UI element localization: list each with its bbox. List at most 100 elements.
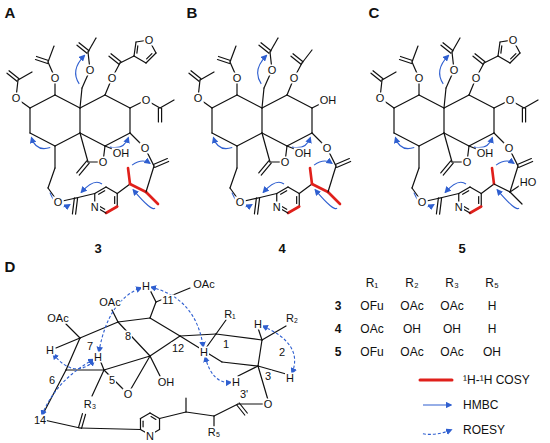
legend-text: HMBC (462, 399, 499, 411)
bond (498, 42, 500, 56)
roesy-arrow (99, 288, 141, 352)
bond (54, 146, 55, 168)
atom-label: H (93, 352, 103, 363)
double-bond (111, 54, 121, 62)
double-bond (522, 108, 523, 122)
atom-label: OH (319, 95, 338, 106)
double-bond (399, 60, 411, 64)
double-bond (35, 60, 47, 64)
bond (262, 133, 270, 162)
double-bond (473, 56, 483, 64)
table-cell: R₃ (444, 277, 460, 289)
bond (261, 108, 262, 133)
bond (48, 46, 54, 62)
double-bond (337, 161, 351, 167)
atom-label: 7 (86, 341, 94, 352)
hmbc-arrow (133, 190, 155, 209)
double-bond (237, 405, 245, 415)
atom-label: H (285, 373, 295, 384)
double-bond (261, 43, 271, 51)
table-cell: OAc (359, 323, 384, 335)
aromatic-bond (511, 54, 516, 59)
bond (150, 302, 156, 318)
bond (498, 56, 510, 63)
roesy-arrow (263, 326, 295, 373)
atom-label: N (454, 201, 464, 212)
double-bond (335, 159, 349, 165)
bond (469, 133, 494, 146)
bond (382, 72, 396, 80)
bond (44, 370, 66, 412)
bond (412, 46, 418, 62)
double-bond (7, 73, 17, 81)
table-cell: H (487, 300, 498, 312)
bond (299, 184, 312, 194)
bond (44, 420, 80, 428)
bond (56, 338, 80, 348)
double-bond (79, 43, 89, 51)
molecule (7, 38, 174, 214)
bond (214, 404, 238, 416)
bond (118, 318, 150, 322)
hmbc-arrow (232, 193, 252, 207)
bond (393, 108, 394, 133)
hmbc-arrow (474, 138, 492, 148)
bond (180, 334, 216, 336)
bond (262, 326, 286, 340)
atom-label: H (45, 345, 55, 356)
cosy-bond (492, 168, 494, 184)
bond (180, 336, 222, 362)
bond (80, 322, 118, 338)
atom-label: O (322, 143, 333, 154)
hmbc-arrow (414, 193, 434, 207)
double-bond (155, 161, 169, 167)
atom-label: OH (157, 377, 176, 388)
atom-label: O (85, 65, 96, 76)
bond (262, 133, 287, 146)
bond (117, 184, 130, 194)
atom-label: 3 (264, 371, 272, 382)
bond (79, 108, 80, 133)
table-cell: H (487, 323, 498, 335)
bond (80, 428, 141, 430)
bond (211, 108, 212, 133)
atom-label: OH (294, 148, 313, 159)
hmbc-arrow (445, 182, 466, 192)
atom-label: O (53, 197, 64, 208)
double-bond (254, 198, 256, 214)
aromatic-bond (136, 46, 138, 53)
bond (212, 133, 237, 146)
bond (258, 328, 262, 340)
bond (18, 72, 32, 80)
bond (129, 108, 130, 133)
atom-label: N (90, 201, 100, 212)
bond (185, 398, 186, 412)
panel-letter: A (4, 5, 17, 20)
bond (394, 133, 419, 146)
legend-cosy-line (420, 379, 452, 382)
double-bond (443, 43, 453, 51)
roesy-arrow (53, 354, 94, 369)
bond (444, 133, 469, 146)
double-bond (440, 198, 442, 214)
bond (481, 184, 494, 194)
atom-label: O (505, 95, 516, 106)
hmbc-arrow (258, 56, 267, 84)
bond (444, 133, 452, 162)
compound-number: 3 (334, 300, 343, 312)
atom-label: O (140, 143, 151, 154)
double-bond (517, 159, 531, 165)
double-bond (191, 71, 201, 79)
bond (105, 95, 130, 108)
bond (262, 95, 287, 108)
cosy-bond (128, 168, 130, 184)
atom-label: O (98, 157, 109, 168)
table-cell: OFu (359, 346, 384, 358)
molecule (189, 38, 351, 214)
bond (134, 42, 136, 56)
double-bond (259, 45, 269, 53)
panel-letter: C (368, 5, 381, 20)
aromatic-bond (151, 417, 156, 420)
double-bond (291, 56, 301, 64)
